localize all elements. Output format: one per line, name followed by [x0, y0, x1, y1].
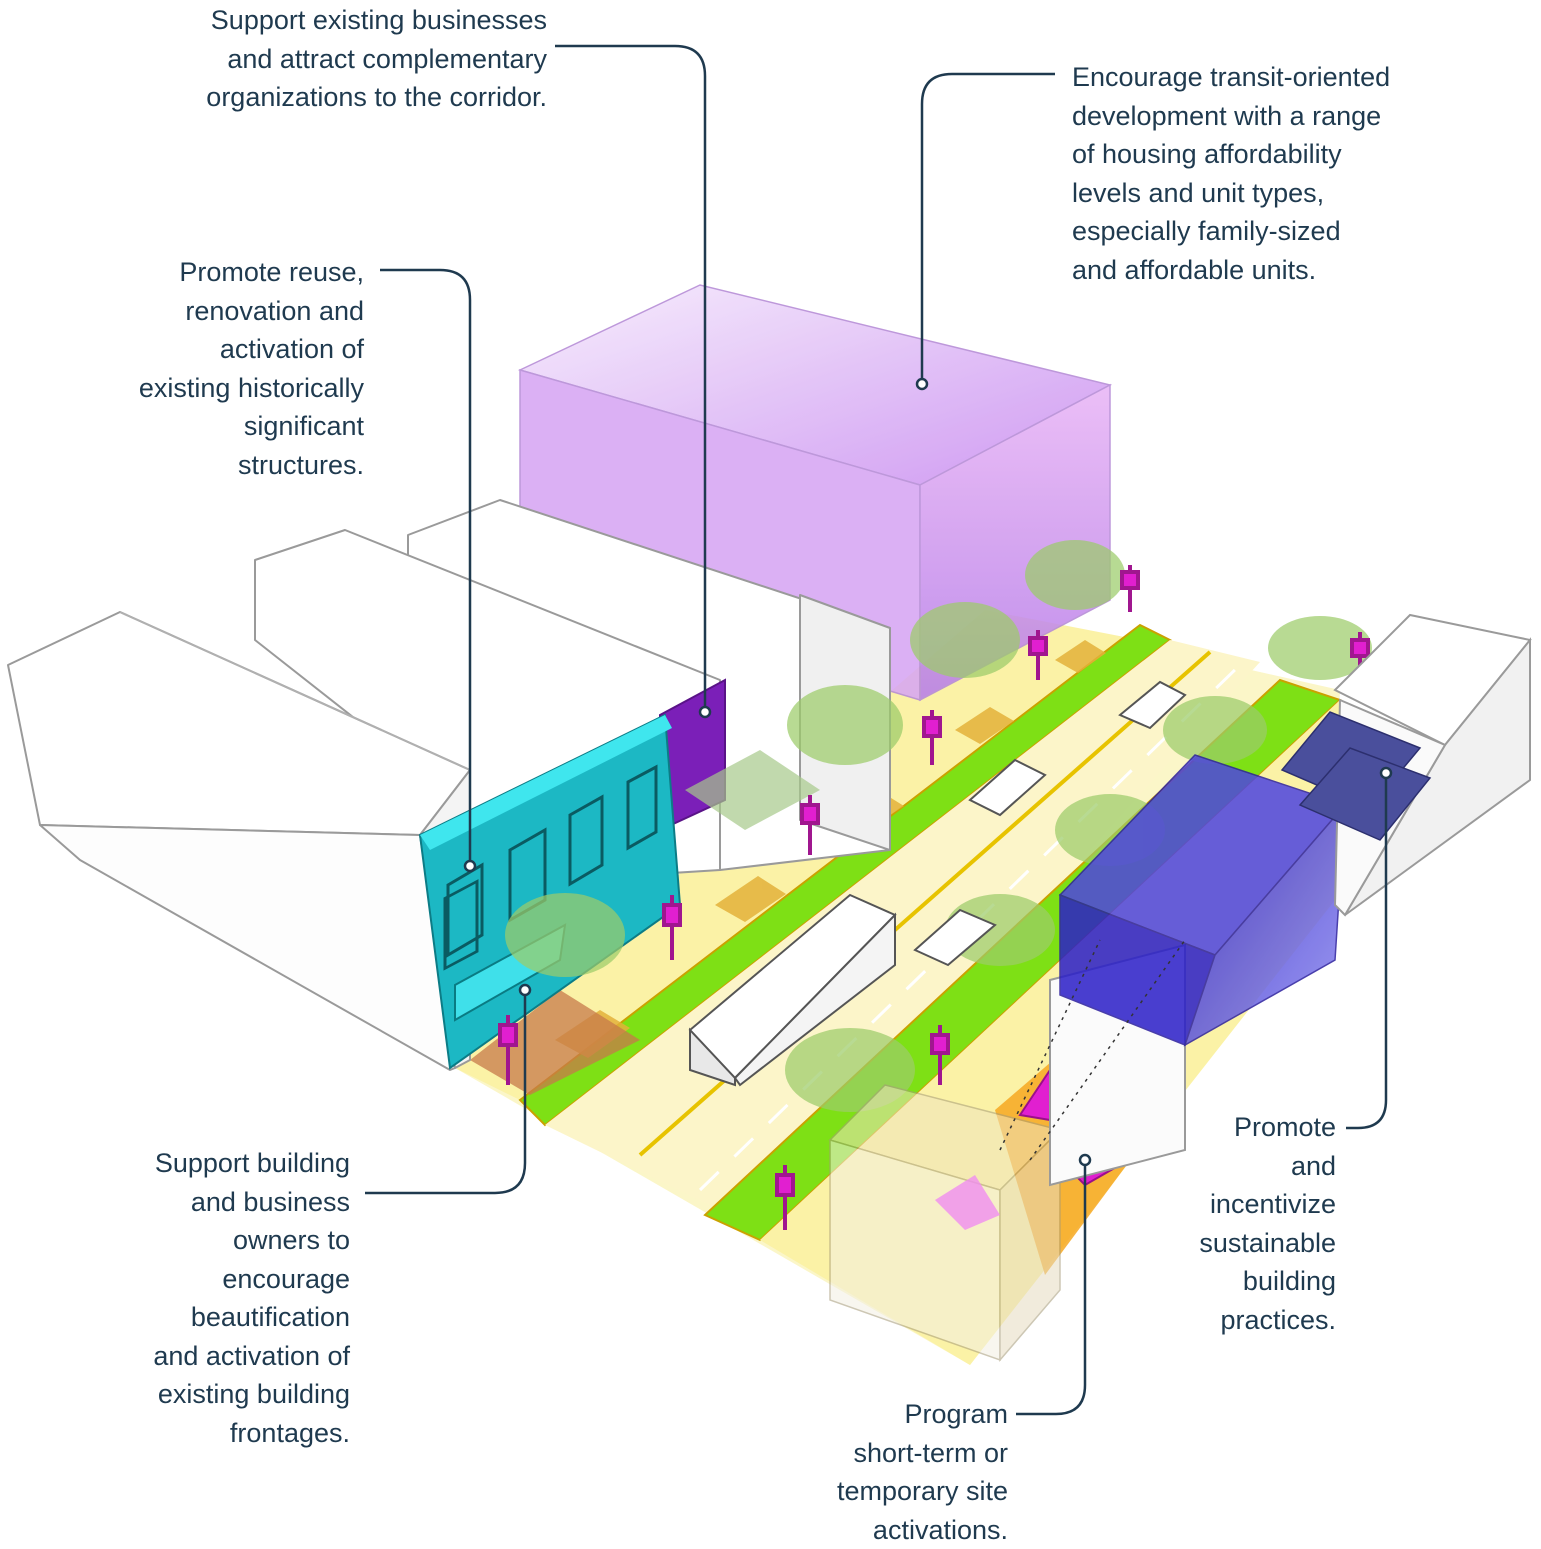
callout-line: practices.: [1199, 1301, 1336, 1340]
callout-line: and business: [153, 1183, 350, 1222]
callout-line: development with a range: [1072, 97, 1390, 136]
callout-businesses: Support existing businesses and attract …: [206, 1, 547, 117]
callout-line: Promote reuse,: [139, 253, 364, 292]
callout-line: frontages.: [153, 1414, 350, 1453]
callout-line: Support building: [153, 1144, 350, 1183]
callout-line: Support existing businesses: [206, 1, 547, 40]
callout-line: beautification: [153, 1298, 350, 1337]
callout-line: Encourage transit-oriented: [1072, 58, 1390, 97]
callout-line: significant: [139, 407, 364, 446]
callout-line: and attract complementary: [206, 40, 547, 79]
pavilion-volume: [830, 1085, 1060, 1360]
callout-line: and affordable units.: [1072, 251, 1390, 290]
callout-line: renovation and: [139, 292, 364, 331]
callout-tod: Encourage transit-oriented development w…: [1072, 58, 1390, 289]
callout-line: Promote: [1199, 1108, 1336, 1147]
callout-sustainable: Promote and incentivize sustainable buil…: [1199, 1108, 1336, 1339]
callout-line: existing building: [153, 1375, 350, 1414]
callout-line: Program: [837, 1395, 1008, 1434]
callout-line: levels and unit types,: [1072, 174, 1390, 213]
callout-line: existing historically: [139, 369, 364, 408]
callout-line: incentivize: [1199, 1185, 1336, 1224]
callout-line: organizations to the corridor.: [206, 78, 547, 117]
callout-line: sustainable: [1199, 1224, 1336, 1263]
callout-program: Program short-term or temporary site act…: [837, 1395, 1008, 1549]
leader-tod: [922, 74, 1055, 384]
callout-line: building: [1199, 1262, 1336, 1301]
callout-line: owners to: [153, 1221, 350, 1260]
callout-line: and activation of: [153, 1337, 350, 1376]
callout-owners: Support building and business owners to …: [153, 1144, 350, 1452]
callout-reuse: Promote reuse, renovation and activation…: [139, 253, 364, 484]
callout-line: short-term or: [837, 1434, 1008, 1473]
callout-line: temporary site: [837, 1472, 1008, 1511]
callout-line: encourage: [153, 1260, 350, 1299]
callout-line: especially family-sized: [1072, 212, 1390, 251]
callout-line: structures.: [139, 446, 364, 485]
callout-line: of housing affordability: [1072, 135, 1390, 174]
callout-line: and: [1199, 1147, 1336, 1186]
callout-line: activation of: [139, 330, 364, 369]
callout-line: activations.: [837, 1511, 1008, 1549]
